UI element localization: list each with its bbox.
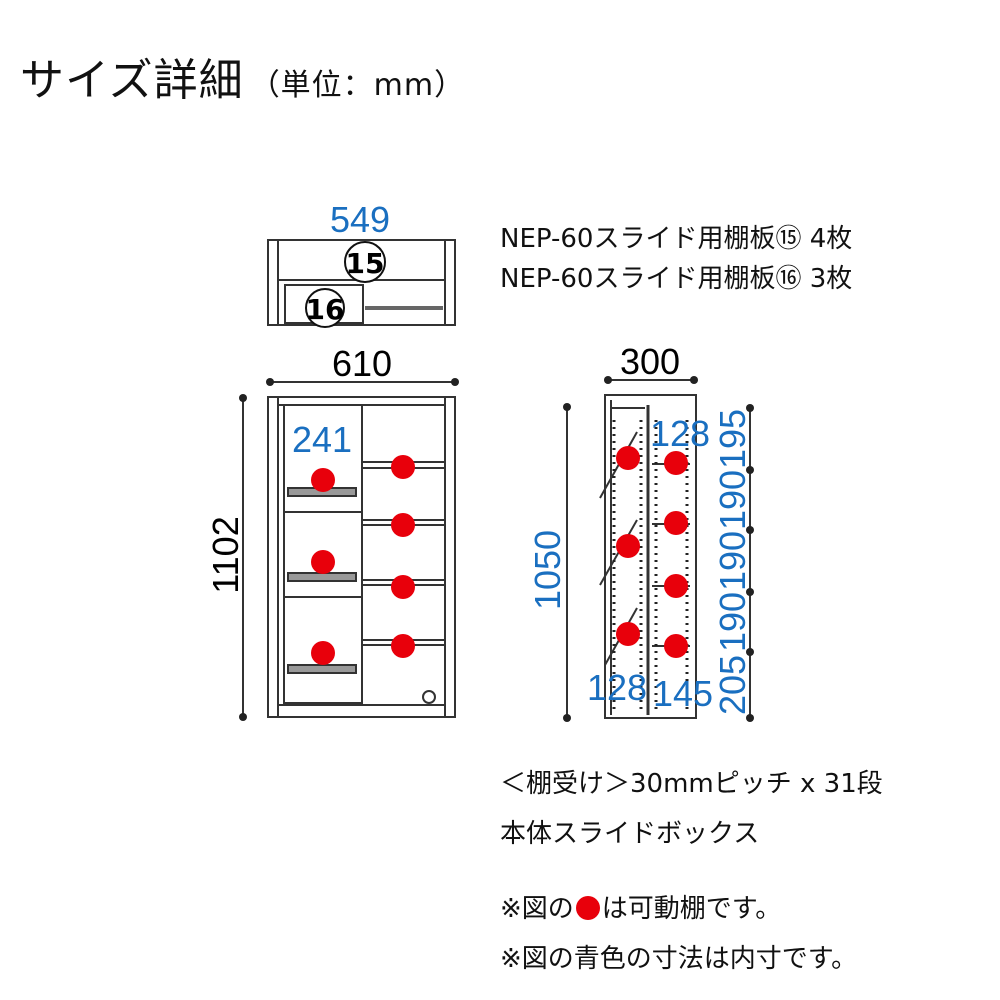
dim-inner-height: 1050 xyxy=(527,530,568,610)
dim-top-inner: 128 xyxy=(650,413,710,454)
page-title: サイズ詳細（単位：mm） xyxy=(20,44,465,108)
movable-shelf-markers xyxy=(311,446,688,665)
dim-depth: 300 xyxy=(620,341,680,382)
note-shelf-rail: ＜棚受け＞30mmピッチ x 31段 xyxy=(500,769,883,799)
dim-width: 610 xyxy=(332,343,392,384)
dim-bottom-left: 128 xyxy=(587,667,647,708)
note-red-dot-pre: ※図の xyxy=(500,894,574,924)
note-red-dot-post: は可動棚です。 xyxy=(601,894,782,924)
title-unit: （単位：mm） xyxy=(249,68,466,103)
note-red-dot: ※図のは可動棚です。 xyxy=(500,888,781,925)
title-main: サイズ詳細 xyxy=(20,55,244,106)
dim-pitch-segment: 205 xyxy=(712,655,753,715)
part-label-15: NEP-60スライド用棚板⑮ 4枚 xyxy=(500,224,853,254)
dim-inner-width-top: 549 xyxy=(330,199,390,240)
red-dot-icon xyxy=(575,896,600,920)
part-label-16: NEP-60スライド用棚板⑯ 3枚 xyxy=(500,264,853,294)
note-blue-dimension: ※図の青色の寸法は内寸です。 xyxy=(500,944,858,974)
shelf-label-16: 16 xyxy=(306,293,345,326)
dim-pitch-segment: 190 xyxy=(712,592,753,652)
note-body: 本体スライドボックス xyxy=(500,819,760,849)
dim-inner-width-front: 241 xyxy=(292,419,352,460)
dim-pitch-segment: 190 xyxy=(712,531,753,591)
dim-pitch-segment: 190 xyxy=(712,470,753,530)
dim-bottom-right: 145 xyxy=(653,673,713,714)
dim-height: 1102 xyxy=(205,516,246,593)
dim-pitch-segment: 195 xyxy=(712,409,753,469)
shelf-label-15: 15 xyxy=(346,247,385,280)
